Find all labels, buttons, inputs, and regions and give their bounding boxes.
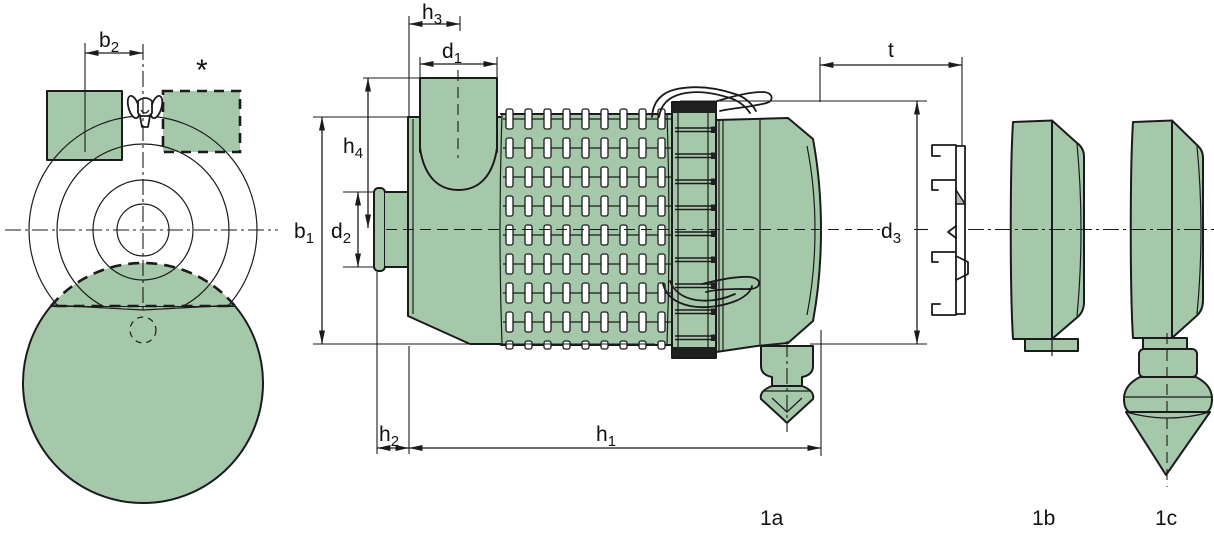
dim-label-t: t xyxy=(888,39,894,62)
part-1c-collar xyxy=(1138,348,1198,378)
view-label-1b: 1b xyxy=(1032,507,1055,530)
dim-label-b2: b2 xyxy=(99,29,119,56)
front-view: b2 * xyxy=(5,29,278,505)
dim-label-d3: d3 xyxy=(881,220,901,247)
part-1c-ejector-cover xyxy=(1123,119,1213,487)
asterisk-annotation: * xyxy=(196,54,208,87)
louver-slot-grid xyxy=(503,108,671,350)
filter-front-disc xyxy=(22,305,264,505)
optional-mounting-tab-dashed xyxy=(161,89,242,154)
mounting-bracket xyxy=(931,144,969,316)
dim-label-h4: h4 xyxy=(343,135,363,162)
dim-label-h1: h1 xyxy=(596,423,616,450)
part-1c-cone xyxy=(1125,411,1211,476)
view-label-1a: 1a xyxy=(760,507,784,530)
view-label-1c: 1c xyxy=(1155,507,1177,530)
outlet-stub-bead xyxy=(373,187,386,272)
front-latch-clip xyxy=(126,94,164,128)
part-1b-cover xyxy=(1009,119,1085,356)
part-1c-neck xyxy=(1142,337,1188,350)
dim-label-b1: b1 xyxy=(294,220,314,247)
dust-discharge-valve xyxy=(759,341,815,432)
dim-label-h3: h3 xyxy=(422,1,442,28)
end-cap xyxy=(715,117,822,353)
filter-front-bottom-dashed-arc xyxy=(48,261,238,308)
inlet-bellmouth xyxy=(419,147,498,191)
dim-label-d2: d2 xyxy=(331,220,351,247)
dim-label-h2: h2 xyxy=(379,423,399,450)
part-1c-bulge xyxy=(1123,376,1213,413)
side-latch-clip xyxy=(662,275,761,309)
side-view-1a: h3 d1 h4 b1 d2 h2 h1 t xyxy=(294,1,963,456)
bracket-shaded-tab xyxy=(955,187,967,205)
dim-label-d1: d1 xyxy=(442,40,462,67)
front-drain-dashed-circle xyxy=(129,316,157,344)
